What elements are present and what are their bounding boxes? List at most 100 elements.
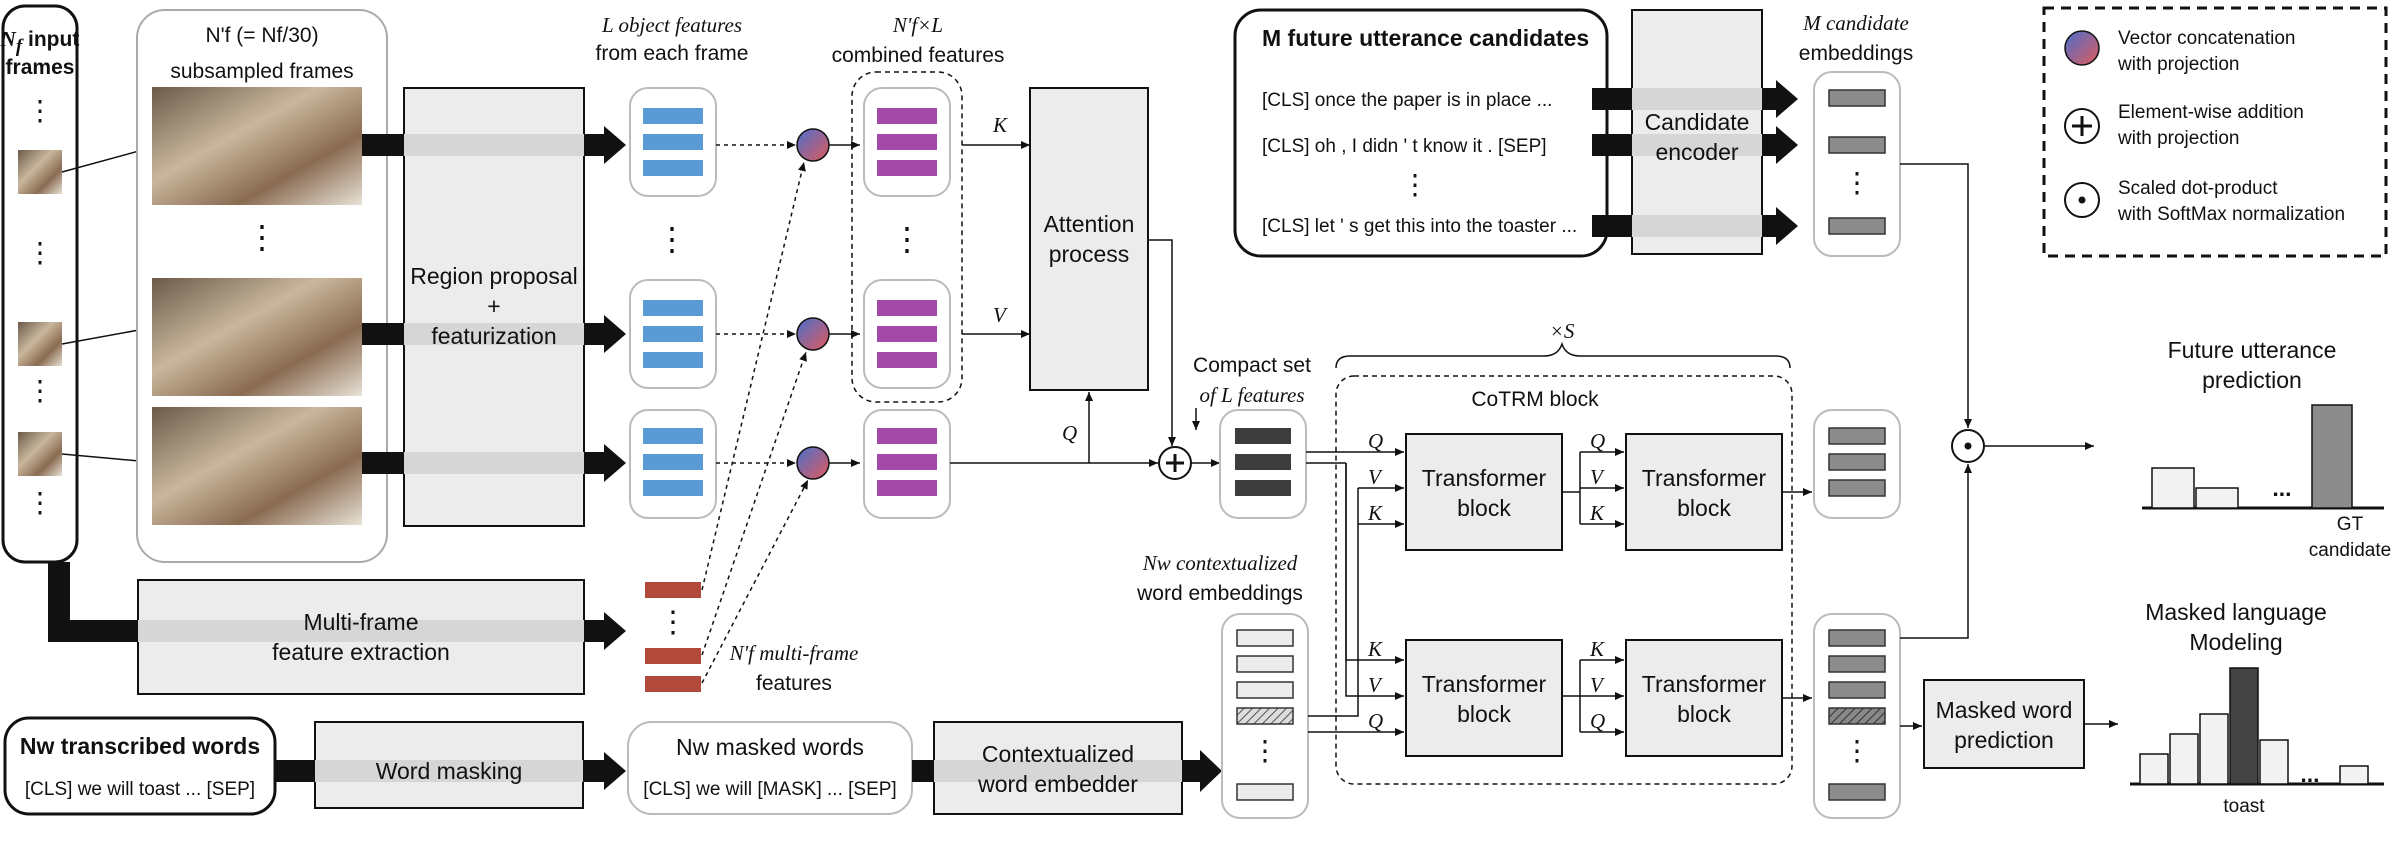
chart-bar <box>2151 467 2195 509</box>
object-features-group: ⋮ <box>629 87 717 519</box>
svg-text:N'f×L: N'f×L <box>892 13 943 37</box>
candidate-item: [CLS] oh , I didn ' t know it . [SEP] <box>1262 136 1547 157</box>
chart-bar <box>2195 487 2239 509</box>
candidate-encoder-box: Candidate encoder <box>1631 9 1763 255</box>
frame-image <box>152 278 362 396</box>
candidates-box: M future utterance candidates [CLS] once… <box>1233 8 1609 258</box>
svg-text:word embeddings: word embeddings <box>1136 582 1303 605</box>
svg-text:Contextualized: Contextualized <box>982 741 1134 767</box>
mlm-title: Masked language <box>2145 599 2327 625</box>
svg-text:V: V <box>1368 465 1383 489</box>
transformer-block: Transformer block <box>1625 433 1783 551</box>
svg-text:⋮: ⋮ <box>1401 169 1429 200</box>
legend: Vector concatenation with projection Ele… <box>2042 6 2388 258</box>
combined-features-group: ⋮ <box>851 71 963 519</box>
frame-image <box>152 407 362 525</box>
svg-text:block: block <box>1677 495 1731 521</box>
svg-text:featurization: featurization <box>431 323 556 349</box>
candidate-item: [CLS] let ' s get this into the toaster … <box>1262 216 1577 237</box>
subsampled-frames-panel: N'f (= Nf/30) subsampled frames ⋮ <box>136 9 388 563</box>
cotrm-label: CoTRM block <box>1471 388 1599 411</box>
svg-text:⋮: ⋮ <box>26 95 54 126</box>
svg-text:Multi-frame: Multi-frame <box>303 609 418 635</box>
transformer-block: Transformer block <box>1405 433 1563 551</box>
svg-text:block: block <box>1457 701 1511 727</box>
svg-text:[CLS] we will toast ... [SEP]: [CLS] we will toast ... [SEP] <box>25 779 255 800</box>
svg-text:K: K <box>992 113 1008 137</box>
svg-text:process: process <box>1049 241 1130 267</box>
svg-text:with SoftMax normalization: with SoftMax normalization <box>2117 204 2345 225</box>
concat-node <box>796 317 830 351</box>
svg-text:K: K <box>1589 637 1605 661</box>
input-frames-label: frames <box>6 56 75 79</box>
svg-text:candidate: candidate <box>2309 540 2391 561</box>
svg-text:L object features: L object features <box>601 13 742 37</box>
svg-text:M candidate: M candidate <box>1802 11 1909 35</box>
svg-text:Attention: Attention <box>1044 211 1135 237</box>
multi-frame-features: ⋮ <box>645 582 701 692</box>
svg-text:prediction: prediction <box>2202 367 2302 393</box>
candidate-embeddings-group: ⋮ <box>1813 71 1901 257</box>
chart-bar <box>2229 667 2259 785</box>
candidate-item: [CLS] once the paper is in place ... <box>1262 90 1552 111</box>
chart-bar <box>2259 739 2289 785</box>
svg-text:block: block <box>1677 701 1731 727</box>
svg-text:features: features <box>756 672 832 695</box>
attention-process-box: Attention process <box>1029 87 1149 391</box>
multi-frame-extraction-box: Multi-frame feature extraction <box>137 579 585 695</box>
svg-text:Candidate: Candidate <box>1645 109 1750 135</box>
svg-text:[CLS] we will [MASK] ... [SEP]: [CLS] we will [MASK] ... [SEP] <box>643 779 896 800</box>
svg-text:of L features: of L features <box>1199 383 1304 407</box>
masked-word-prediction-box: Masked word prediction <box>1923 679 2085 769</box>
svg-text:block: block <box>1457 495 1511 521</box>
input-frame-thumb <box>18 322 62 366</box>
concat-node <box>796 128 830 162</box>
svg-text:prediction: prediction <box>1954 727 2054 753</box>
svg-text:feature extraction: feature extraction <box>272 639 450 665</box>
svg-text:Nf input: Nf input <box>0 27 79 57</box>
svg-text:from each frame: from each frame <box>596 42 749 65</box>
svg-text:...: ... <box>2272 475 2291 501</box>
svg-text:V: V <box>993 303 1008 327</box>
svg-text:Transformer: Transformer <box>1422 465 1547 491</box>
future-prediction-title: Future utterance <box>2168 337 2337 363</box>
svg-text:Masked word: Masked word <box>1936 697 2073 723</box>
svg-text:Element-wise addition: Element-wise addition <box>2118 102 2304 123</box>
svg-text:⋮: ⋮ <box>26 375 54 406</box>
svg-text:Transformer: Transformer <box>1642 465 1767 491</box>
frame-image <box>152 87 362 205</box>
dot-product-node <box>1951 429 1985 463</box>
svg-text:Nw masked words: Nw masked words <box>676 734 864 760</box>
svg-text:Compact set: Compact set <box>1193 354 1311 377</box>
svg-text:Q: Q <box>1368 429 1383 453</box>
svg-text:with projection: with projection <box>2117 128 2239 149</box>
contextualized-embeddings-group: ⋮ <box>1221 613 1309 819</box>
region-proposal-box: Region proposal + featurization <box>403 87 585 527</box>
subsampled-title: N'f (= Nf/30) <box>205 24 318 47</box>
svg-text:combined features: combined features <box>832 44 1005 67</box>
svg-text:N'f multi-frame: N'f multi-frame <box>729 641 859 665</box>
svg-text:⋮: ⋮ <box>658 606 688 639</box>
input-frame-thumb <box>18 432 62 476</box>
svg-text:GT: GT <box>2337 514 2364 535</box>
svg-text:M future utterance candidates: M future utterance candidates <box>1262 25 1589 51</box>
svg-text:toast: toast <box>2223 796 2265 817</box>
transformer-block: Transformer block <box>1405 639 1563 757</box>
svg-text:⋮: ⋮ <box>1843 735 1871 766</box>
svg-text:Q: Q <box>1368 709 1383 733</box>
svg-text:embeddings: embeddings <box>1799 42 1913 65</box>
svg-text:word embedder: word embedder <box>977 771 1138 797</box>
word-embedder-box: Contextualized word embedder <box>933 721 1183 815</box>
subsampled-subtitle: subsampled frames <box>170 60 353 83</box>
svg-text:with projection: with projection <box>2117 54 2239 75</box>
svg-text:K: K <box>1367 637 1383 661</box>
svg-text:Nw transcribed words: Nw transcribed words <box>20 733 260 759</box>
svg-text:Transformer: Transformer <box>1422 671 1547 697</box>
svg-text:Q: Q <box>1590 429 1605 453</box>
mlm-chart <box>2130 667 2384 786</box>
region-proposal-label-1: Region proposal <box>410 263 578 289</box>
svg-text:⋮: ⋮ <box>1251 735 1279 766</box>
concat-node <box>796 446 830 480</box>
future-prediction-chart <box>2142 404 2384 510</box>
input-frame-thumb <box>18 150 62 194</box>
